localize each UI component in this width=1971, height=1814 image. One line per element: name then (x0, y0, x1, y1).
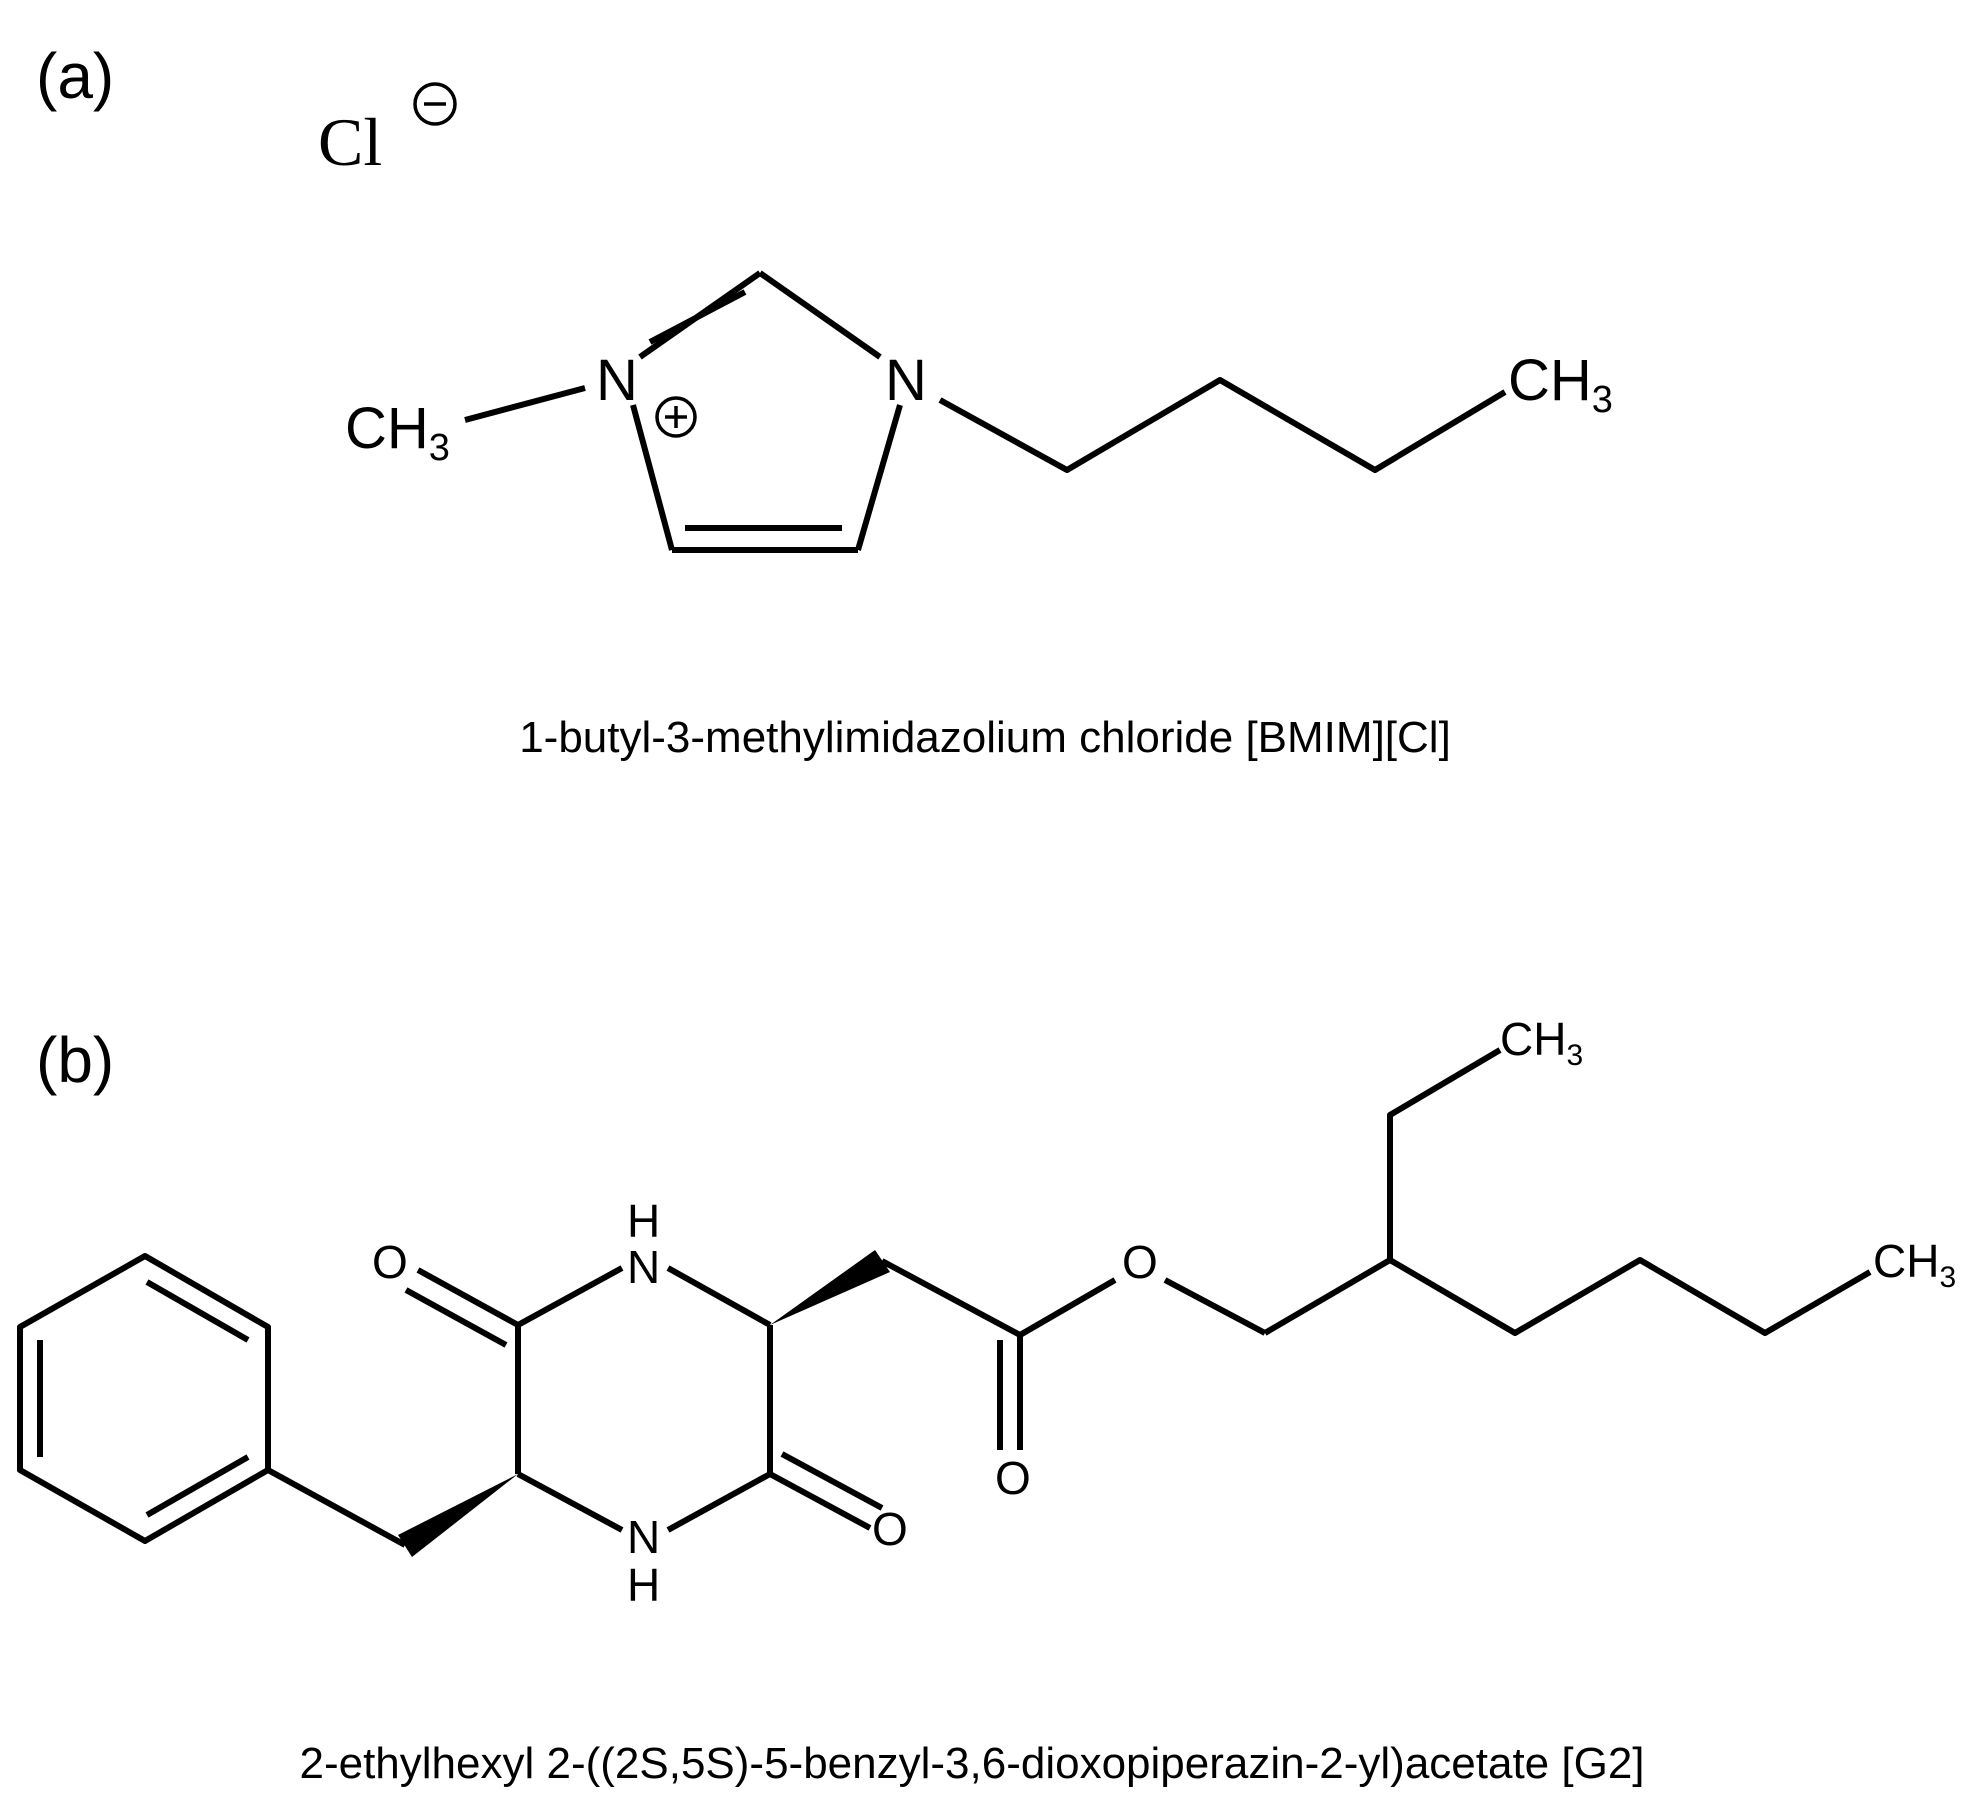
benzene-ring (17, 1253, 271, 1544)
bond-c3-o (768, 1471, 872, 1531)
bond-o-ch2 (1163, 1277, 1267, 1336)
wedge-c2-ch2 (770, 1250, 890, 1325)
oxygen-right-carbonyl: O (872, 1503, 908, 1555)
bond-c3-o-double (780, 1451, 884, 1511)
bond-n1-c5 (630, 404, 675, 551)
bond-ester-c-o (1018, 1277, 1117, 1338)
bond-n1-methyl (464, 385, 586, 423)
bond-c6-n1 (516, 1265, 624, 1328)
nh-top-nitrogen: N (627, 1241, 660, 1293)
panel-b-caption: 2-ethylhexyl 2-((2S,5S)-5-benzyl-3,6-dio… (299, 1739, 1644, 1788)
oxygen-ester-carbonyl: O (995, 1452, 1031, 1504)
bond-c6-o (416, 1267, 520, 1328)
oxygen-left-carbonyl: O (372, 1236, 408, 1288)
bond-c4-n3 (855, 404, 903, 551)
bond-n4-c5 (516, 1471, 624, 1533)
bond-c2-n3 (758, 270, 882, 360)
nitrogen-n3: N (885, 348, 927, 413)
bond-c2-n1-double (648, 289, 747, 345)
panel-a: (a) Cl N N CH3 (36, 40, 1613, 762)
panel-a-label: (a) (36, 40, 114, 112)
ethyl-terminal-methyl: CH3 (1500, 1013, 1583, 1072)
bond-ch2-ester-c (880, 1258, 1022, 1338)
bond-phenyl-ch2 (266, 1467, 407, 1548)
hexyl-chain (1263, 1257, 1872, 1336)
butyl-terminal-methyl: CH3 (1508, 348, 1613, 421)
oxygen-ester: O (1122, 1236, 1158, 1288)
chloride-atom: Cl (318, 104, 382, 180)
nitrogen-n1: N (596, 348, 638, 413)
bond-n1-c2 (666, 1265, 772, 1328)
panel-b-label: (b) (36, 1024, 114, 1096)
negative-charge-icon (413, 82, 457, 126)
imidazolium-ring (630, 270, 903, 553)
butyl-chain (938, 377, 1507, 473)
wedge-c5-benzyl (398, 1474, 518, 1557)
nh-top-hydrogen: H (627, 1195, 660, 1247)
panel-b: (b) (17, 1013, 1956, 1788)
ethyl-branch (1387, 1047, 1502, 1260)
bond-c3-n4 (666, 1471, 772, 1533)
methyl-group: CH3 (345, 396, 450, 469)
panel-a-caption: 1-butyl-3-methylimidazolium chloride [BM… (519, 713, 1451, 762)
hexyl-terminal-methyl: CH3 (1873, 1235, 1956, 1294)
nh-bottom-nitrogen: N (627, 1511, 660, 1563)
dioxopiperazine-ring (515, 1265, 773, 1533)
nh-bottom-hydrogen: H (627, 1559, 660, 1611)
positive-charge-icon (655, 396, 697, 438)
bond-c6-o-double (404, 1287, 508, 1348)
